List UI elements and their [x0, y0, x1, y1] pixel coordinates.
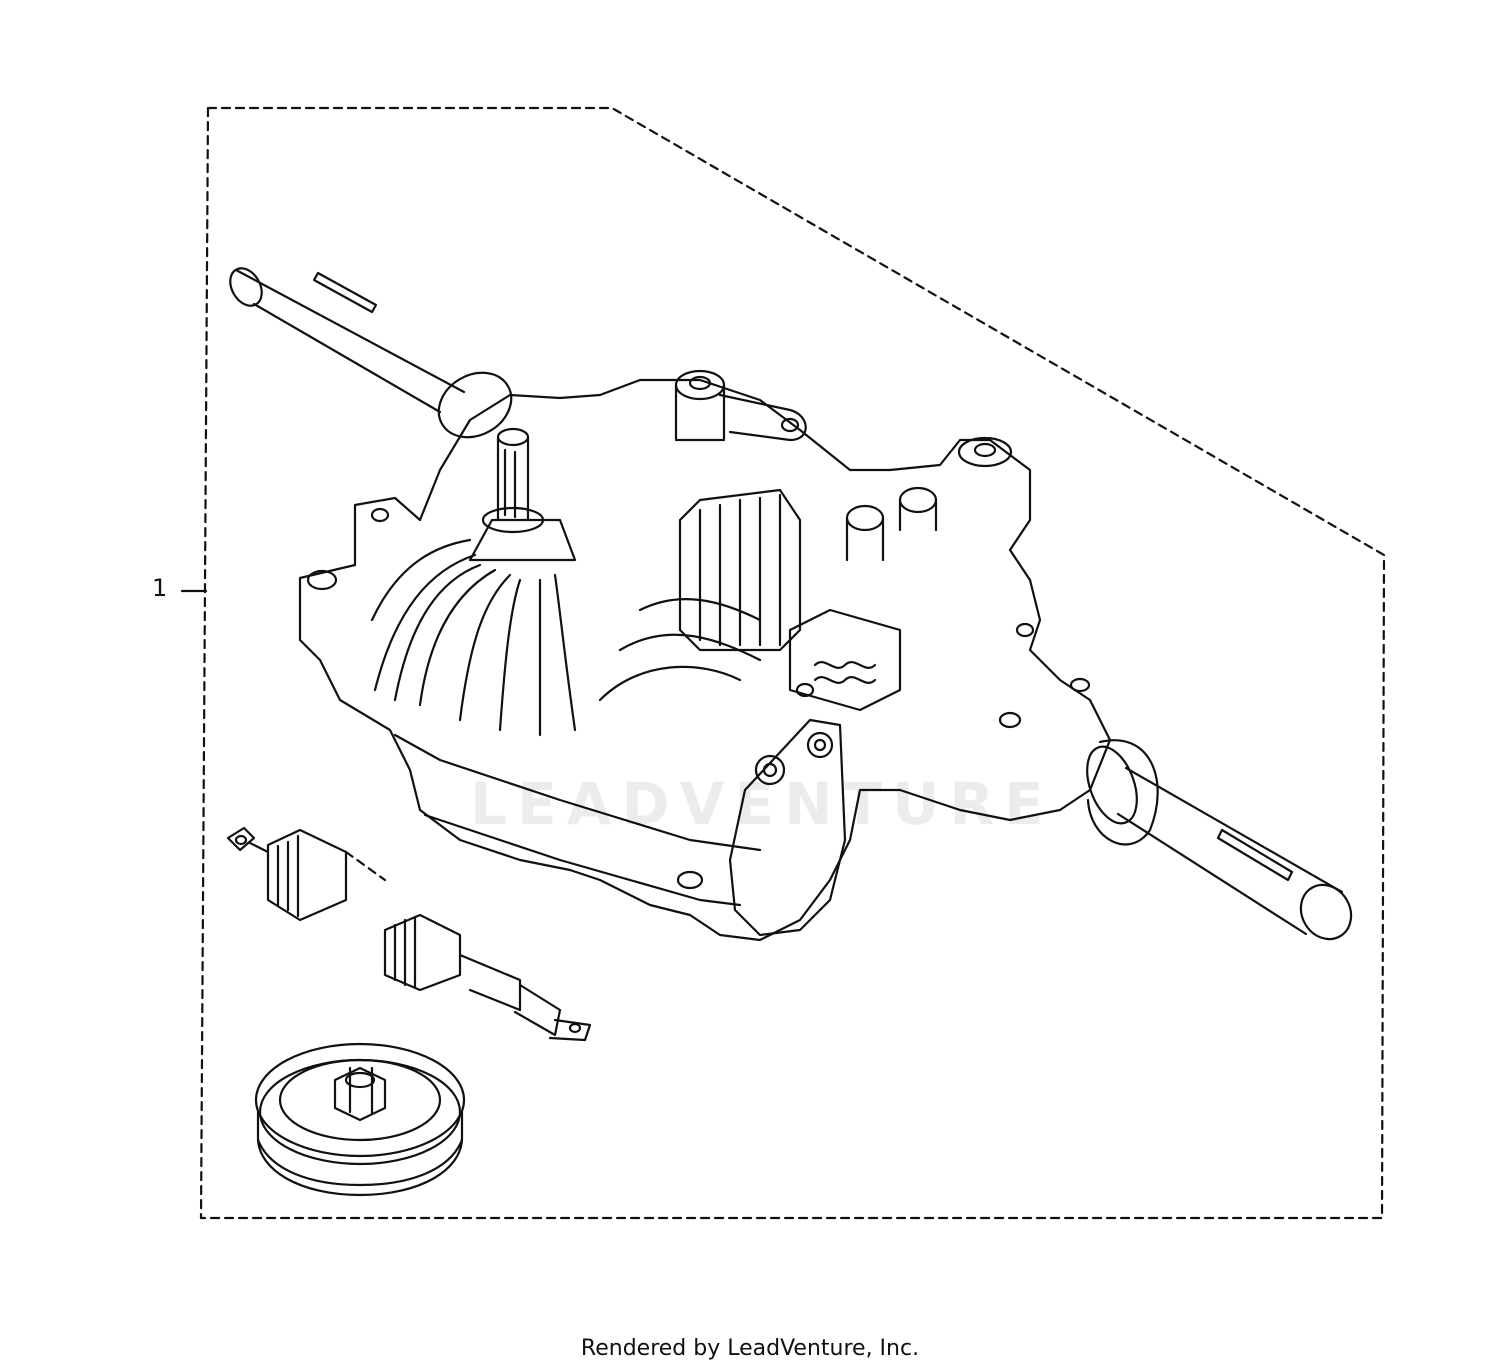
side-cover [676, 718, 847, 937]
cooling-fins [370, 488, 802, 737]
right-axle-shaft [1086, 739, 1353, 941]
drive-pulley [254, 1042, 466, 1197]
spring-assembly [788, 608, 902, 712]
damper-rod [226, 826, 592, 1042]
callout-number: 1 [152, 574, 168, 602]
input-shaft [481, 427, 545, 534]
transaxle-housing [298, 371, 1112, 942]
assembly-boundary [199, 106, 1386, 1220]
left-axle-shaft [229, 267, 466, 414]
footer-credit: Rendered by LeadVenture, Inc. [580, 1336, 920, 1361]
watermark: LEADVENTURE [470, 770, 1054, 838]
control-lever [674, 369, 1013, 562]
